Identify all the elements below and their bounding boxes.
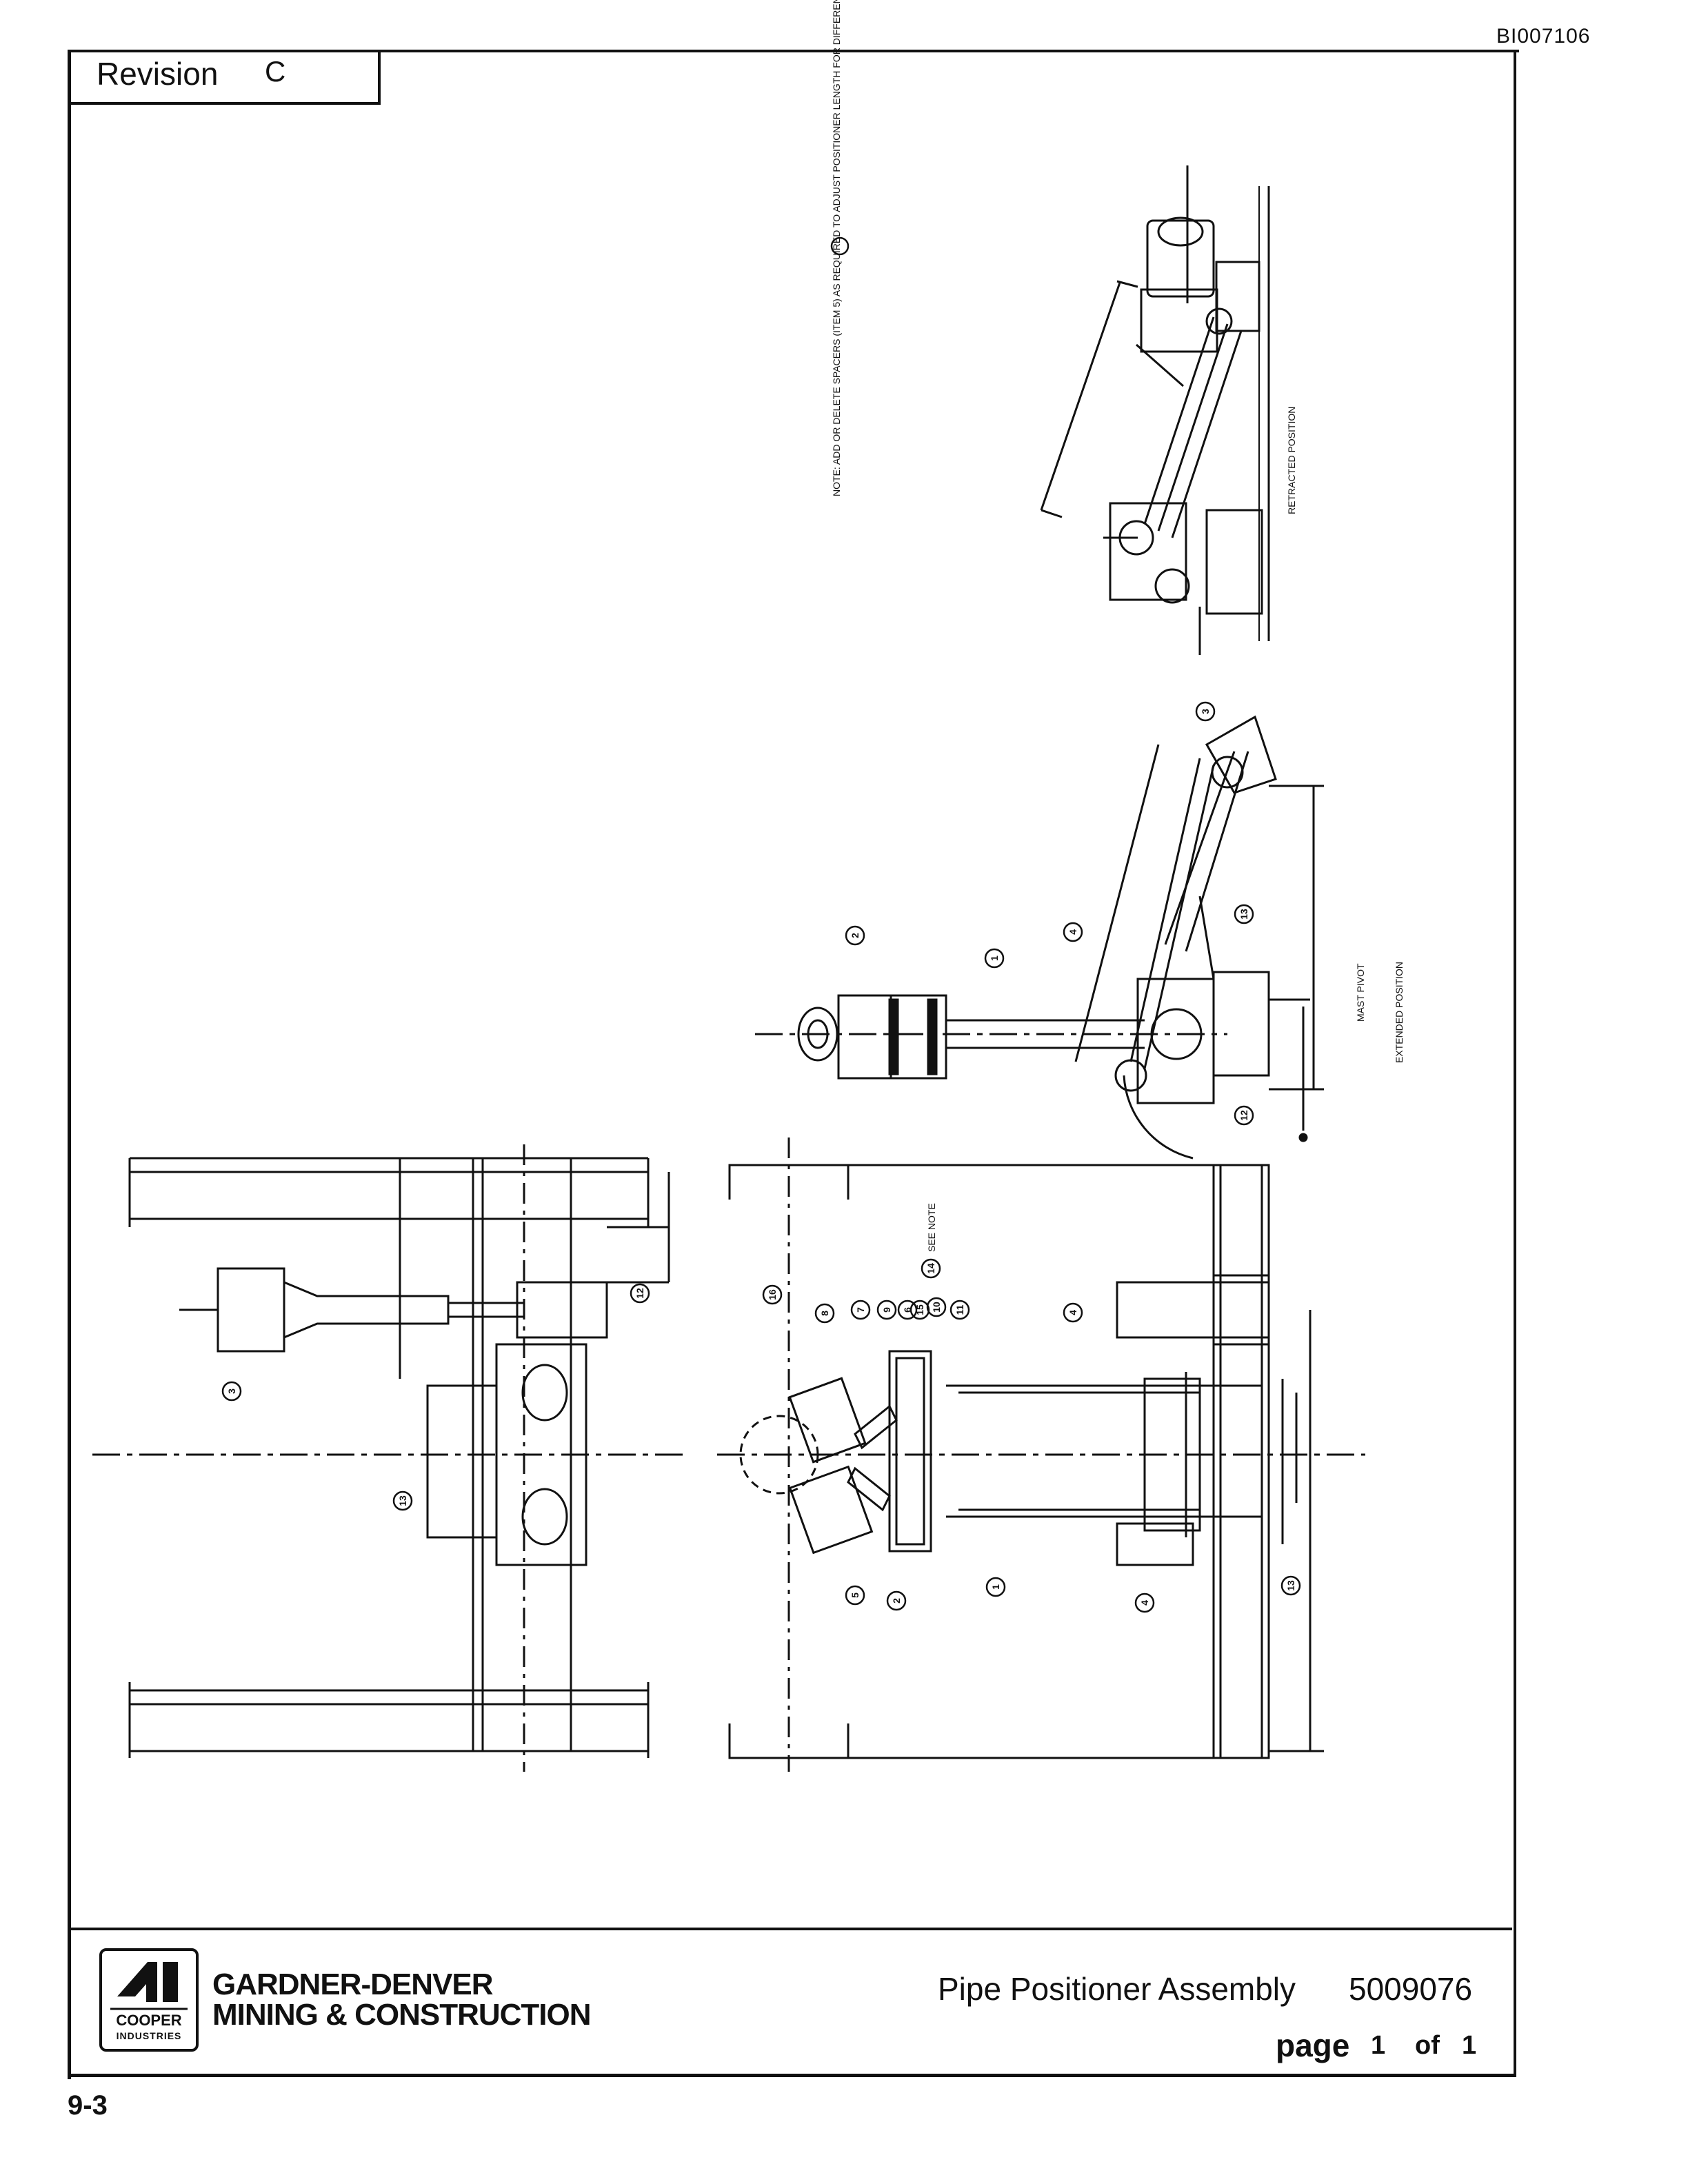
balloon-2-front: 2	[891, 1598, 902, 1604]
page-total: 1	[1462, 2031, 1477, 2060]
balloon-8-front: 8	[819, 1311, 830, 1316]
logo-subtitle: INDUSTRIES	[116, 2030, 182, 2041]
balloon-4-front-top: 4	[1067, 1310, 1078, 1315]
see-note-label: SEE NOTE	[926, 1203, 937, 1252]
balloon-4-side: 4	[1067, 929, 1078, 935]
logo-name: COOPER	[116, 2012, 182, 2029]
page-number: 1	[1371, 2031, 1386, 2060]
balloon-10-front: 10	[931, 1302, 942, 1313]
drawing-frame	[68, 50, 1519, 2079]
extended-view	[755, 715, 1324, 1160]
balloon-7-front: 7	[855, 1307, 866, 1313]
revision-label: Revision	[97, 56, 219, 92]
frame-right-edge	[1514, 50, 1516, 2076]
document-id: BI007106	[1496, 25, 1591, 48]
page-label: page	[1276, 2028, 1350, 2063]
balloon-5-front: 5	[850, 1593, 861, 1598]
mast-pivot-label: MAST PIVOT	[1355, 963, 1366, 1022]
balloon-2-side: 2	[850, 933, 861, 938]
item-balloons	[221, 236, 1301, 1613]
section-number: 9-3	[68, 2090, 108, 2121]
drawing-note: NOTE: ADD OR DELETE SPACERS (ITEM 5) AS …	[831, 0, 842, 496]
balloon-1-front: 1	[990, 1584, 1001, 1590]
balloon-1-side: 1	[989, 956, 1000, 961]
front-view	[717, 1138, 1365, 1772]
balloon-14-front: 14	[925, 1263, 936, 1274]
balloon-4-front-bottom: 4	[1139, 1600, 1150, 1606]
balloon-15-front: 15	[914, 1304, 925, 1315]
frame-bottom-edge	[68, 2074, 1516, 2077]
revision-value: C	[265, 55, 286, 88]
balloon-12-side: 12	[1238, 1110, 1249, 1121]
company-name-line-2: MINING & CONSTRUCTION	[212, 1998, 592, 2032]
page-of-label: of	[1415, 2031, 1440, 2060]
balloon-11-front: 11	[954, 1304, 965, 1315]
company-logo	[99, 1948, 199, 2052]
balloon-13-side: 13	[1238, 909, 1249, 920]
balloon-13-top: 13	[397, 1495, 408, 1506]
revision-box	[68, 50, 381, 105]
balloon-16-front: 16	[767, 1289, 778, 1300]
title-block-divider	[71, 1928, 1512, 1930]
assembly-title: Pipe Positioner Assembly	[938, 1971, 1296, 2007]
retracted-position-label: RETRACTED POSITION	[1286, 407, 1297, 514]
top-view	[92, 1144, 690, 1772]
balloon-9-front: 9	[881, 1307, 892, 1313]
balloon-12-top: 12	[634, 1288, 645, 1299]
logo-mark	[110, 1962, 188, 2010]
company-name-line-1: GARDNER-DENVER	[212, 1968, 493, 2001]
balloon-13-front: 13	[1285, 1580, 1296, 1591]
balloon-3-top: 3	[226, 1388, 237, 1394]
extended-position-label: EXTENDED POSITION	[1394, 962, 1405, 1063]
retracted-view	[1040, 165, 1270, 655]
balloon-6-front: 6	[902, 1307, 913, 1313]
part-number: 5009076	[1349, 1971, 1473, 2007]
balloon-3-side: 3	[1200, 709, 1211, 714]
